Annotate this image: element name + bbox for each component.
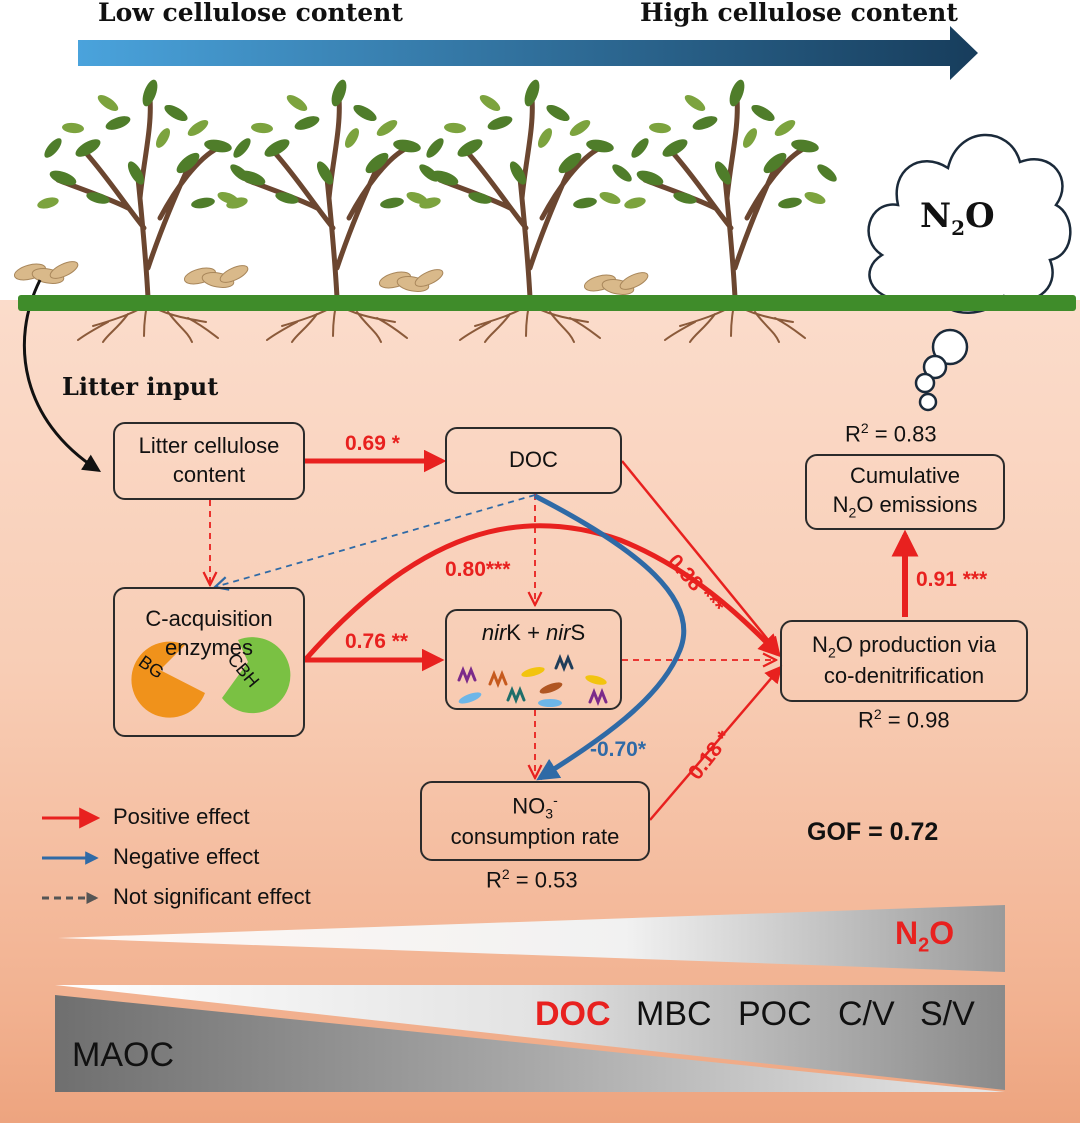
- coef-enzymes-nir: 0.76 **: [345, 630, 409, 653]
- cbh-enzyme-shape: [222, 637, 291, 714]
- arrow-doc-to-enzymes-ns: [215, 494, 536, 587]
- no3-consumption-box: NO3- consumption rate: [420, 781, 650, 861]
- arrow-doc-to-n2o: [621, 460, 781, 655]
- r2-cumulative: R2 = 0.83: [845, 420, 937, 447]
- bottom-cv-label: C/V: [838, 995, 895, 1033]
- n2o-wedge: [58, 905, 1005, 972]
- doc-box: DOC: [445, 427, 622, 494]
- bottom-maoc-label: MAOC: [72, 1036, 174, 1074]
- coef-n2o-cumulative: 0.91 ***: [916, 568, 988, 591]
- nirk-nirs-box: nirK + nirS: [445, 609, 622, 710]
- litter-input-label: Litter input: [62, 372, 219, 401]
- n2o-production-box: N2O production via co-denitrification: [780, 620, 1028, 702]
- bg-enzyme-shape: [131, 641, 205, 718]
- coef-doc-no3: -0.70*: [590, 738, 647, 761]
- coef-enzymes-n2o: 0.80***: [445, 558, 511, 581]
- legend-positive-label: Positive effect: [113, 804, 250, 829]
- carbon-fractions-wedge: [55, 985, 1005, 1090]
- cloud-n2o-label: N2O: [920, 196, 995, 240]
- legend-ns-label: Not significant effect: [113, 884, 311, 909]
- r2-no3: R2 = 0.53: [486, 866, 578, 893]
- cumulative-n2o-box: Cumulative N2O emissions: [805, 454, 1005, 530]
- bottom-mbc-label: MBC: [636, 995, 712, 1033]
- r2-n2o-production: R2 = 0.98: [858, 706, 950, 733]
- coef-litter-doc: 0.69 *: [345, 432, 400, 455]
- gof-label: GOF = 0.72: [807, 818, 939, 846]
- arrow-doc-to-no3: [533, 493, 687, 781]
- low-cellulose-label: Low cellulose content: [98, 0, 403, 27]
- microbe-icons: [457, 653, 608, 707]
- high-cellulose-label: High cellulose content: [640, 0, 958, 27]
- maoc-wedge: [55, 995, 1005, 1092]
- n2o-cloud: [867, 133, 1072, 412]
- arrow-no3-to-n2o: [649, 665, 783, 821]
- ground-line: [18, 295, 1076, 311]
- cellulose-gradient-arrow: [78, 26, 978, 80]
- bottom-n2o-label: N2O: [895, 915, 955, 957]
- bottom-poc-label: POC: [738, 995, 812, 1033]
- legend-negative-label: Negative effect: [113, 844, 260, 869]
- bottom-sv-label: S/V: [920, 995, 975, 1033]
- bottom-doc-label: DOC: [535, 995, 611, 1033]
